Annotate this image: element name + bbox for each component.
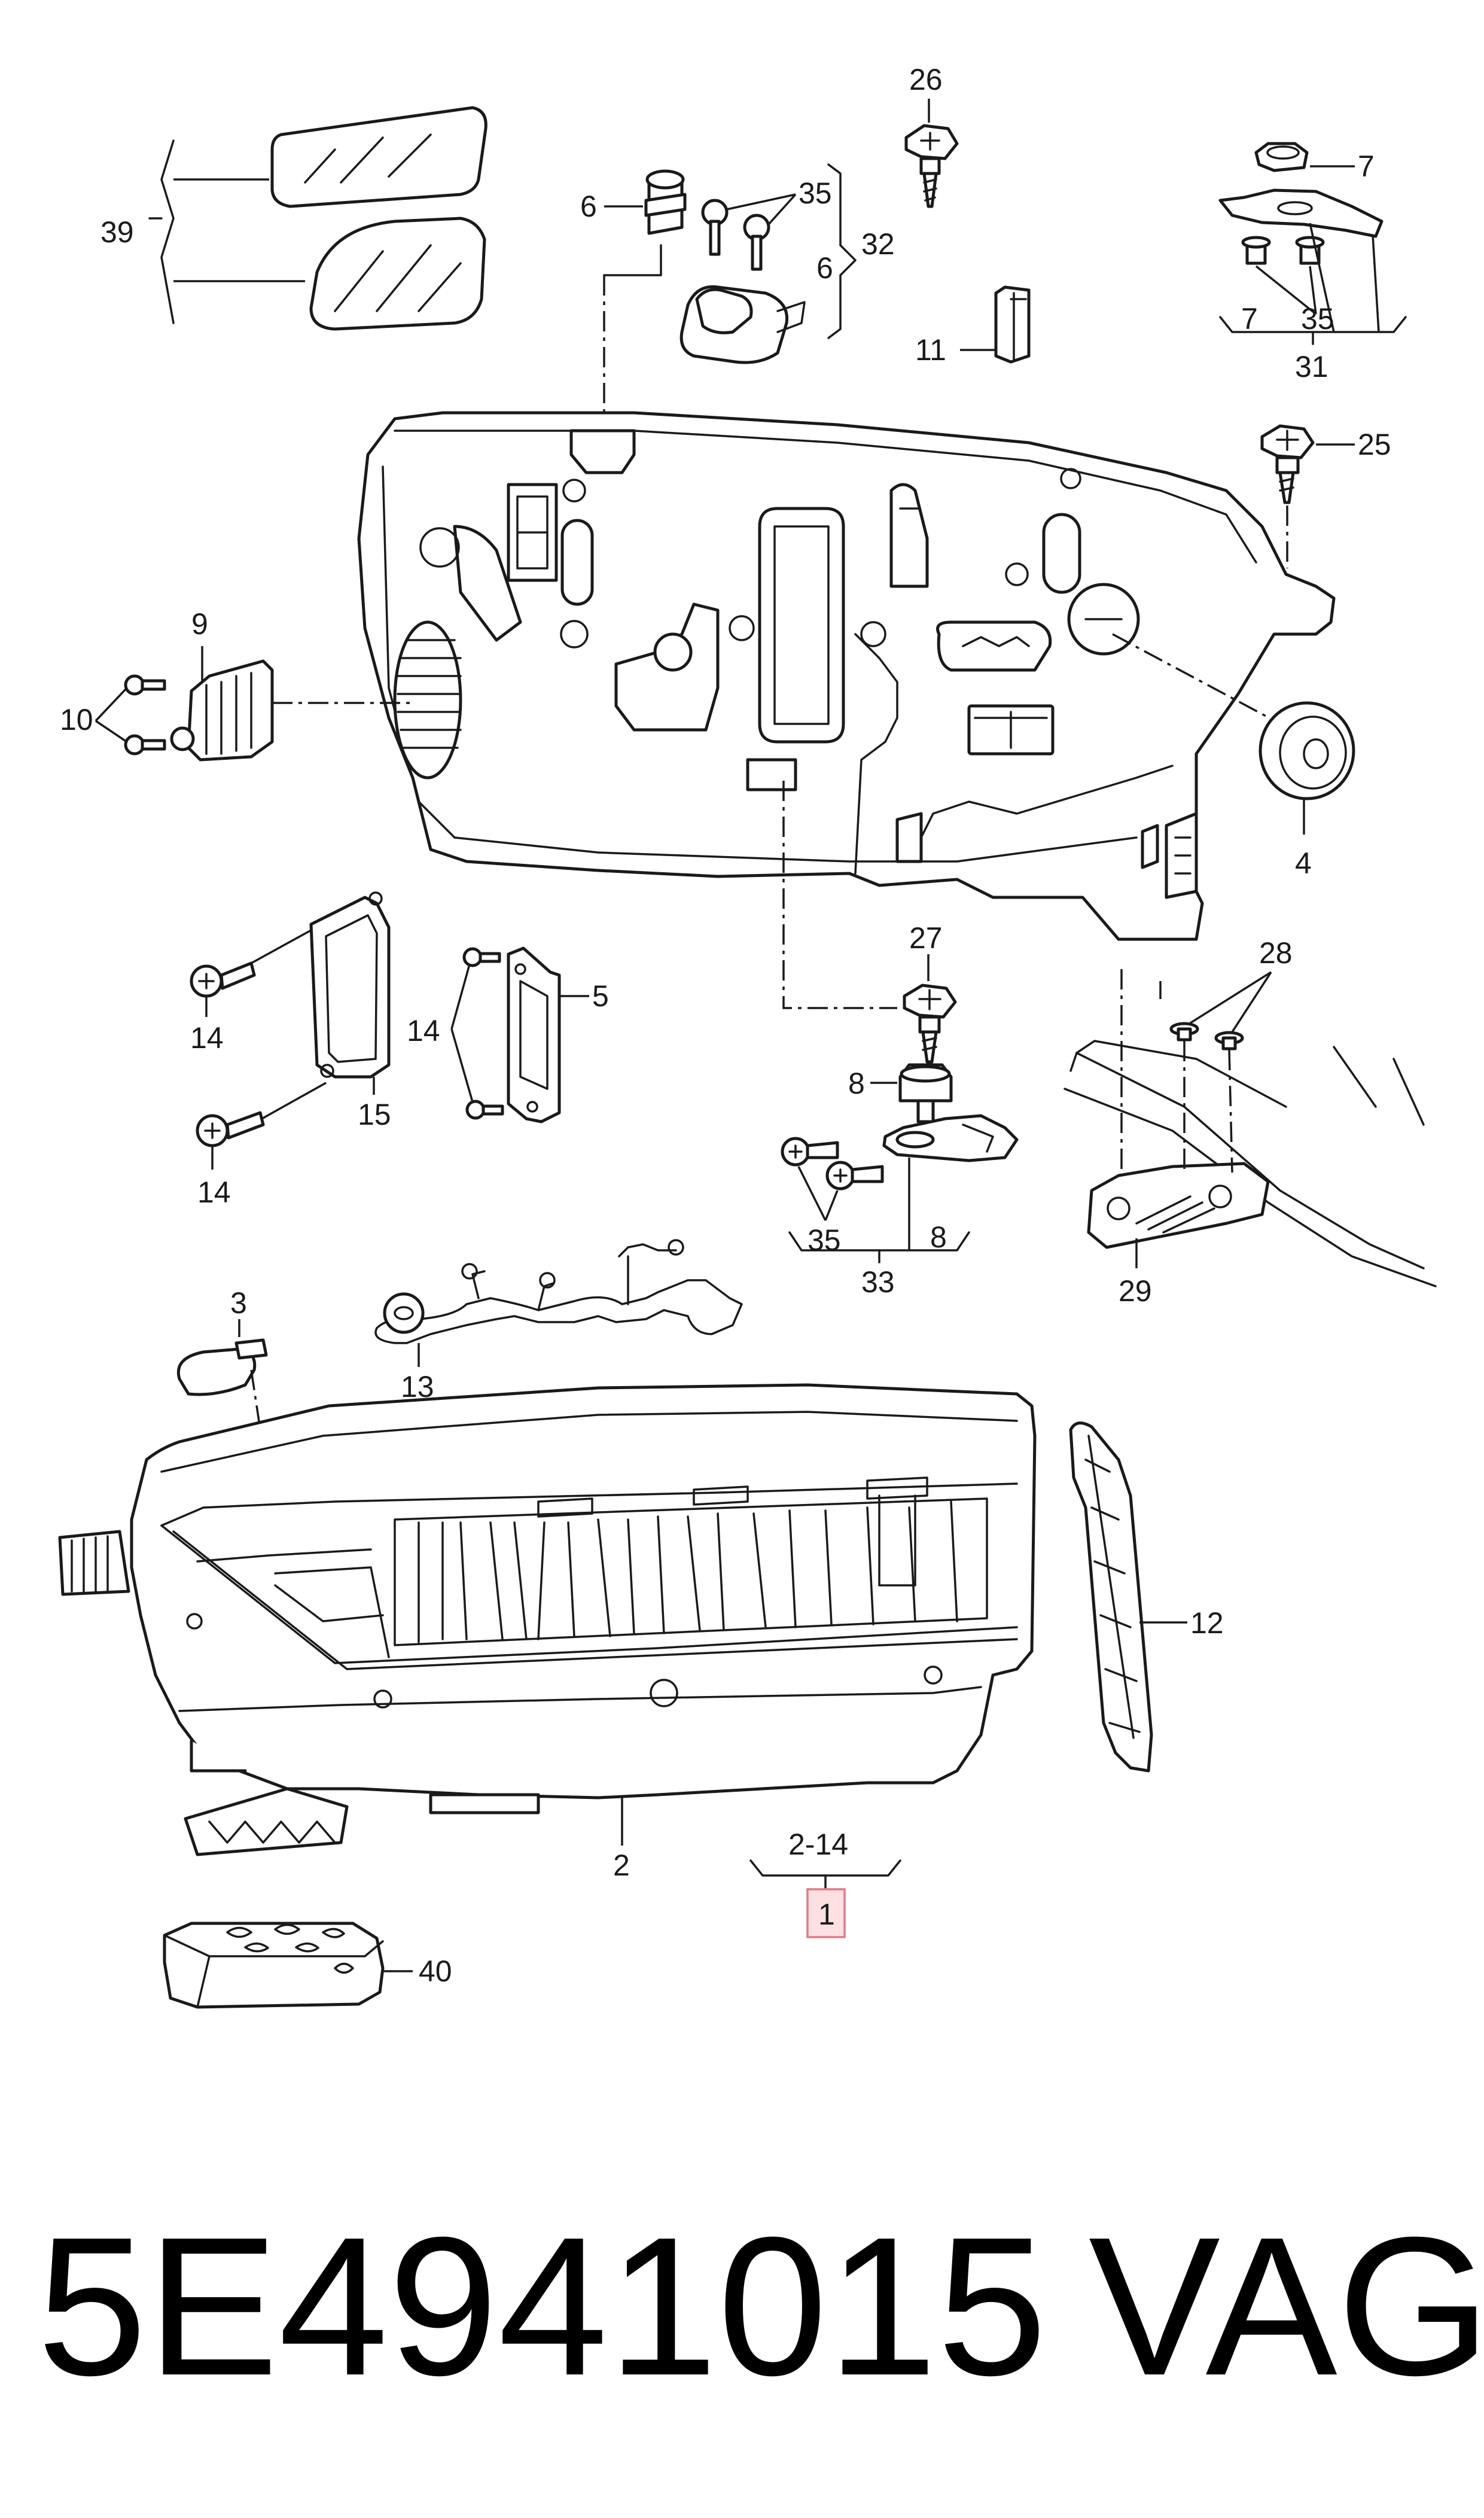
part-27-screw <box>782 781 957 1064</box>
part-3-bulb <box>177 1319 268 1396</box>
callout-40: 40 <box>419 1954 452 1988</box>
part-25-screw <box>1260 424 1355 568</box>
callout-7: 7 <box>1358 150 1375 183</box>
callout-10: 10 <box>60 703 93 736</box>
headlamp-housing-rear <box>357 411 1336 941</box>
callout-2-14: 2-14 <box>788 1828 848 1861</box>
callout-1-highlighted: 1 <box>818 1898 835 1931</box>
callout-labels: 39 6 35 32 6 26 11 7 7 35 31 25 9 10 4 2… <box>60 63 1391 1988</box>
part-4-grommet <box>1258 701 1355 835</box>
callout-4: 4 <box>1295 847 1312 880</box>
callout-27: 27 <box>909 921 943 955</box>
part-40-component <box>163 1922 413 2009</box>
callout-25: 25 <box>1358 428 1391 461</box>
callout-7-group: 7 <box>1241 302 1258 336</box>
part-9-cover-with-10-screws <box>95 646 413 762</box>
part-5-plate <box>507 946 589 1123</box>
part-11-clip <box>960 285 1031 364</box>
leader-part-4 <box>1112 633 1287 728</box>
callout-6: 6 <box>580 190 597 223</box>
callout-13: 13 <box>401 1370 434 1403</box>
callout-6-group: 6 <box>816 251 833 285</box>
callout-12: 12 <box>1190 1606 1224 1640</box>
brand-name: VAG <box>1089 2196 1484 2416</box>
callout-35-mount: 35 <box>807 1223 841 1257</box>
callout-2: 2 <box>613 1849 630 1882</box>
callout-35: 35 <box>799 176 832 210</box>
callout-5: 5 <box>592 979 609 1013</box>
part-32-bracket-group <box>603 163 857 419</box>
callout-15: 15 <box>358 1098 391 1131</box>
part-39-lens-covers <box>148 106 487 331</box>
callout-26: 26 <box>909 63 943 96</box>
callout-29: 29 <box>1119 1274 1152 1308</box>
callout-14-left-top: 14 <box>190 1021 224 1055</box>
callout-14-left-bottom: 14 <box>197 1176 231 1209</box>
callout-39: 39 <box>100 215 134 249</box>
callout-28: 28 <box>1259 936 1293 970</box>
part-13-wiring-harness <box>374 1239 743 1367</box>
callout-31: 31 <box>1295 350 1328 383</box>
part-29-bracket-with-28-nuts <box>1064 969 1437 1287</box>
callout-3: 3 <box>230 1286 247 1320</box>
part-26-screw <box>904 99 959 208</box>
part-33-mount-group <box>781 1063 1019 1263</box>
callout-9: 9 <box>191 607 208 641</box>
callout-32: 32 <box>861 227 895 261</box>
part-31-bracket-group <box>1218 142 1407 345</box>
callout-8: 8 <box>848 1067 865 1100</box>
callout-33: 33 <box>861 1265 895 1299</box>
part-number: 5E4941015 <box>37 2196 1047 2416</box>
callout-11: 11 <box>915 333 946 367</box>
part-14-screws <box>190 947 504 1170</box>
highlighted-part-1-box <box>806 1888 846 1938</box>
part-15-gasket <box>251 891 391 1126</box>
rear-vent-grille <box>393 620 462 780</box>
assembly-bracket-2-14 <box>749 1859 901 1889</box>
callout-35-group: 35 <box>1301 302 1334 336</box>
part-12-trim-strip <box>1069 1421 1187 1773</box>
callout-14-middle: 14 <box>407 1014 440 1048</box>
part-2-headlamp-assembly <box>58 1383 1037 1856</box>
callout-8-group: 8 <box>930 1220 947 1254</box>
